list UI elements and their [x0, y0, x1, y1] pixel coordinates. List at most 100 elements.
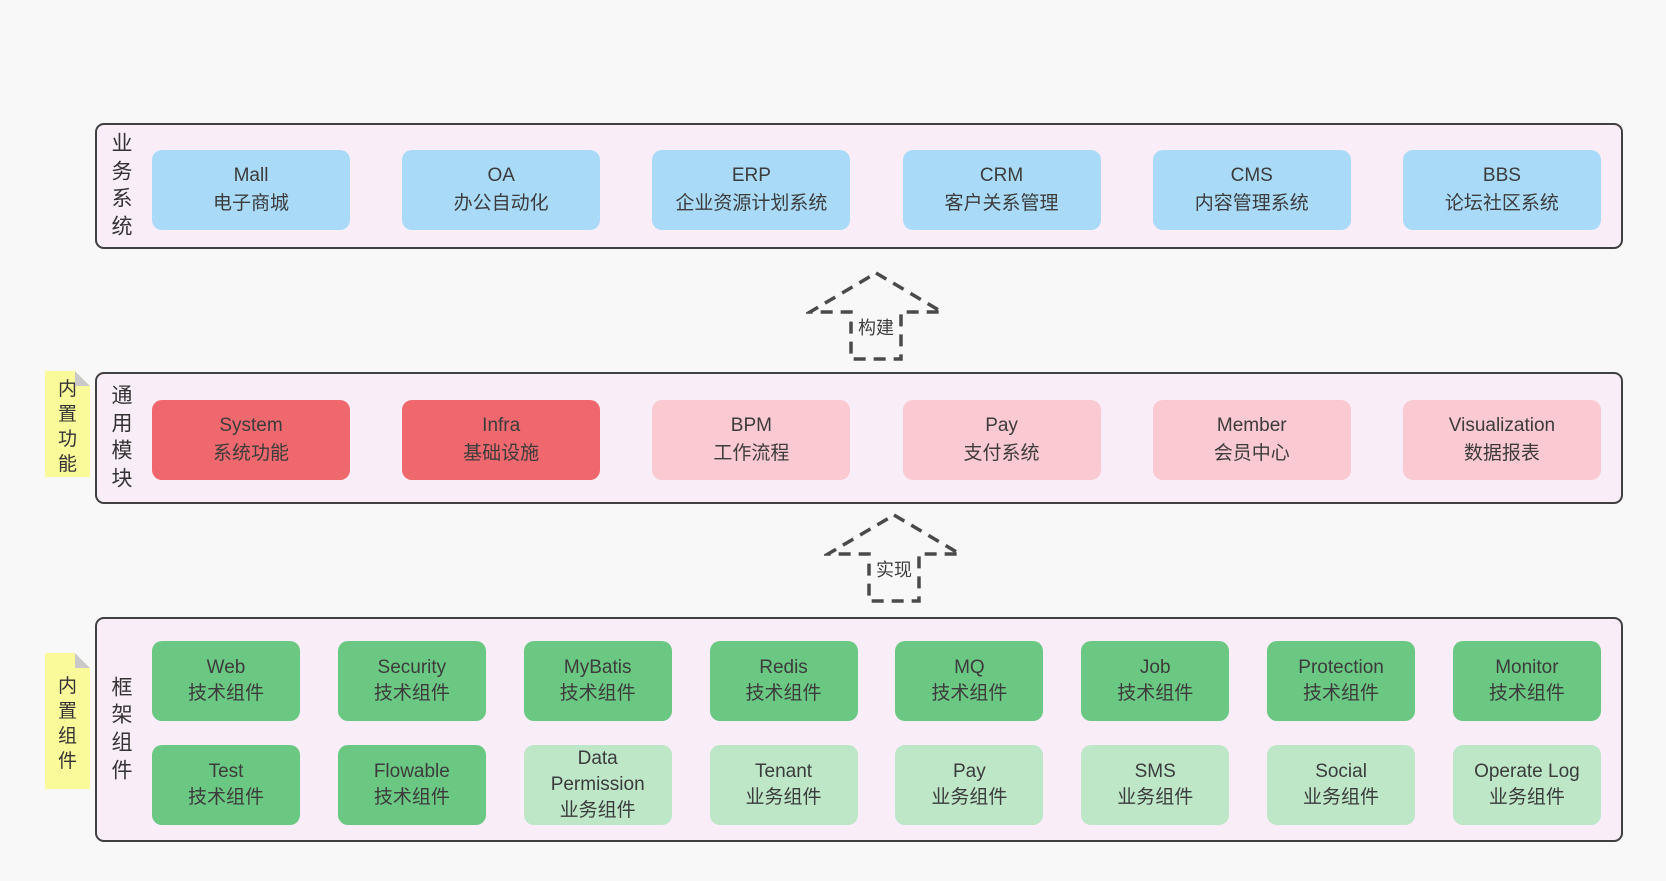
box-title: Pay: [985, 414, 1018, 436]
module-boxes-row: System 系统功能 Infra 基础设施 BPM 工作流程 Pay 支付系统…: [152, 400, 1601, 480]
box-subtitle: 电子商城: [212, 193, 289, 214]
box-protection: Protection 技术组件: [1267, 641, 1416, 721]
box-job: Job 技术组件: [1081, 641, 1230, 721]
box-title: ERP: [731, 164, 771, 186]
box-title: Mall: [233, 164, 269, 186]
box-subtitle: 技术组件: [1117, 683, 1194, 704]
box-title: Protection: [1298, 656, 1384, 678]
sticky-built-in-components: 内置组件: [45, 653, 90, 789]
box-subtitle: 企业资源计划系统: [675, 193, 828, 214]
box-visualization: Visualization 数据报表: [1402, 400, 1601, 480]
box-subtitle: 技术组件: [559, 683, 636, 704]
box-subtitle: 业务组件: [1303, 787, 1380, 808]
box-subtitle: 业务组件: [931, 787, 1008, 808]
business-boxes-row: Mall 电子商城 OA 办公自动化 ERP 企业资源计划系统 CRM 客户关系…: [152, 150, 1601, 230]
sticky-built-in-components-label: 内置组件: [57, 675, 77, 773]
implement-arrow-label: 实现: [873, 556, 915, 582]
box-data-permission: Data Permission 业务组件: [523, 745, 672, 825]
band-framework-components: 框架组件 Web 技术组件 Security 技术组件 MyBatis 技术组件…: [95, 617, 1623, 842]
box-redis: Redis 技术组件: [709, 641, 858, 721]
box-crm: CRM 客户关系管理: [902, 150, 1101, 230]
sticky-fold-corner: [75, 653, 90, 668]
box-monitor: Monitor 技术组件: [1452, 641, 1601, 721]
box-subtitle: 技术组件: [1488, 683, 1565, 704]
box-title: Social: [1315, 760, 1367, 782]
up-arrow-icon: [824, 512, 964, 603]
box-title: Redis: [759, 656, 808, 678]
box-pay-module: Pay 支付系统: [902, 400, 1101, 480]
box-title: System: [219, 414, 283, 436]
box-social: Social 业务组件: [1267, 745, 1416, 825]
box-subtitle: 技术组件: [187, 787, 264, 808]
up-arrow-icon: [806, 270, 946, 361]
band-common-modules: 通用模块 System 系统功能 Infra 基础设施 BPM 工作流程 Pay…: [95, 372, 1623, 504]
box-subtitle: 支付系统: [963, 443, 1040, 464]
box-subtitle: 业务组件: [559, 800, 636, 822]
box-subtitle: 技术组件: [931, 683, 1008, 704]
box-title: MyBatis: [563, 656, 632, 678]
box-title: Security: [377, 656, 447, 678]
build-arrow-label: 构建: [855, 314, 897, 340]
box-subtitle: 客户关系管理: [944, 193, 1059, 214]
box-web: Web 技术组件: [152, 641, 300, 721]
box-title: Tenant: [755, 760, 813, 782]
box-title: Operate Log: [1474, 760, 1580, 782]
box-title: Infra: [482, 414, 521, 436]
box-mq: MQ 技术组件: [895, 641, 1044, 721]
sticky-built-in-features-label: 内置功能: [57, 378, 77, 476]
box-mybatis: MyBatis 技术组件: [523, 641, 672, 721]
band-label-framework-components: 框架组件: [111, 676, 133, 783]
box-subtitle: 会员中心: [1213, 443, 1290, 464]
box-mall: Mall 电子商城: [152, 150, 350, 230]
box-subtitle: 系统功能: [212, 443, 289, 464]
box-pay-component: Pay 业务组件: [895, 745, 1044, 825]
band-label-common-modules: 通用模块: [111, 384, 133, 491]
box-subtitle: 内容管理系统: [1194, 193, 1309, 214]
box-subtitle: 技术组件: [373, 683, 450, 704]
box-oa: OA 办公自动化: [402, 150, 601, 230]
box-security: Security 技术组件: [337, 641, 486, 721]
build-arrow: 构建: [806, 270, 946, 362]
box-title: Visualization: [1448, 414, 1556, 436]
box-title: OA: [487, 164, 515, 186]
box-system: System 系统功能: [152, 400, 350, 480]
box-title: Test: [208, 760, 244, 782]
box-title: Data Permission: [550, 747, 645, 795]
box-title: BPM: [730, 414, 772, 436]
box-subtitle: 技术组件: [187, 683, 264, 704]
box-member: Member 会员中心: [1152, 400, 1351, 480]
box-cms: CMS 内容管理系统: [1152, 150, 1351, 230]
box-tenant: Tenant 业务组件: [709, 745, 858, 825]
box-sms: SMS 业务组件: [1081, 745, 1230, 825]
box-subtitle: 业务组件: [1488, 787, 1565, 808]
band-business-systems: 业务系统 Mall 电子商城 OA 办公自动化 ERP 企业资源计划系统 CRM…: [95, 123, 1623, 249]
box-bpm: BPM 工作流程: [652, 400, 851, 480]
box-title: MQ: [954, 656, 985, 678]
box-subtitle: 工作流程: [713, 443, 790, 464]
box-title: Web: [206, 656, 246, 678]
box-flowable: Flowable 技术组件: [337, 745, 486, 825]
component-boxes-row-1: Web 技术组件 Security 技术组件 MyBatis 技术组件 Redi…: [152, 641, 1601, 721]
sticky-fold-corner: [75, 371, 90, 386]
box-title: Pay: [953, 760, 986, 782]
box-subtitle: 办公自动化: [453, 193, 549, 214]
box-infra: Infra 基础设施: [402, 400, 601, 480]
box-subtitle: 业务组件: [1117, 787, 1194, 808]
box-title: Monitor: [1495, 656, 1559, 678]
box-subtitle: 技术组件: [373, 787, 450, 808]
box-title: SMS: [1134, 760, 1176, 782]
box-erp: ERP 企业资源计划系统: [652, 150, 851, 230]
box-title: Job: [1139, 656, 1171, 678]
box-subtitle: 数据报表: [1463, 443, 1540, 464]
box-title: CRM: [979, 164, 1024, 186]
box-title: Member: [1216, 414, 1287, 436]
box-title: Flowable: [373, 760, 450, 782]
box-title: CMS: [1230, 164, 1273, 186]
box-subtitle: 技术组件: [1303, 683, 1380, 704]
component-boxes-row-2: Test 技术组件 Flowable 技术组件 Data Permission …: [152, 745, 1601, 825]
box-subtitle: 业务组件: [745, 787, 822, 808]
box-subtitle: 论坛社区系统: [1444, 193, 1559, 214]
box-test: Test 技术组件: [152, 745, 300, 825]
sticky-built-in-features: 内置功能: [45, 371, 90, 477]
